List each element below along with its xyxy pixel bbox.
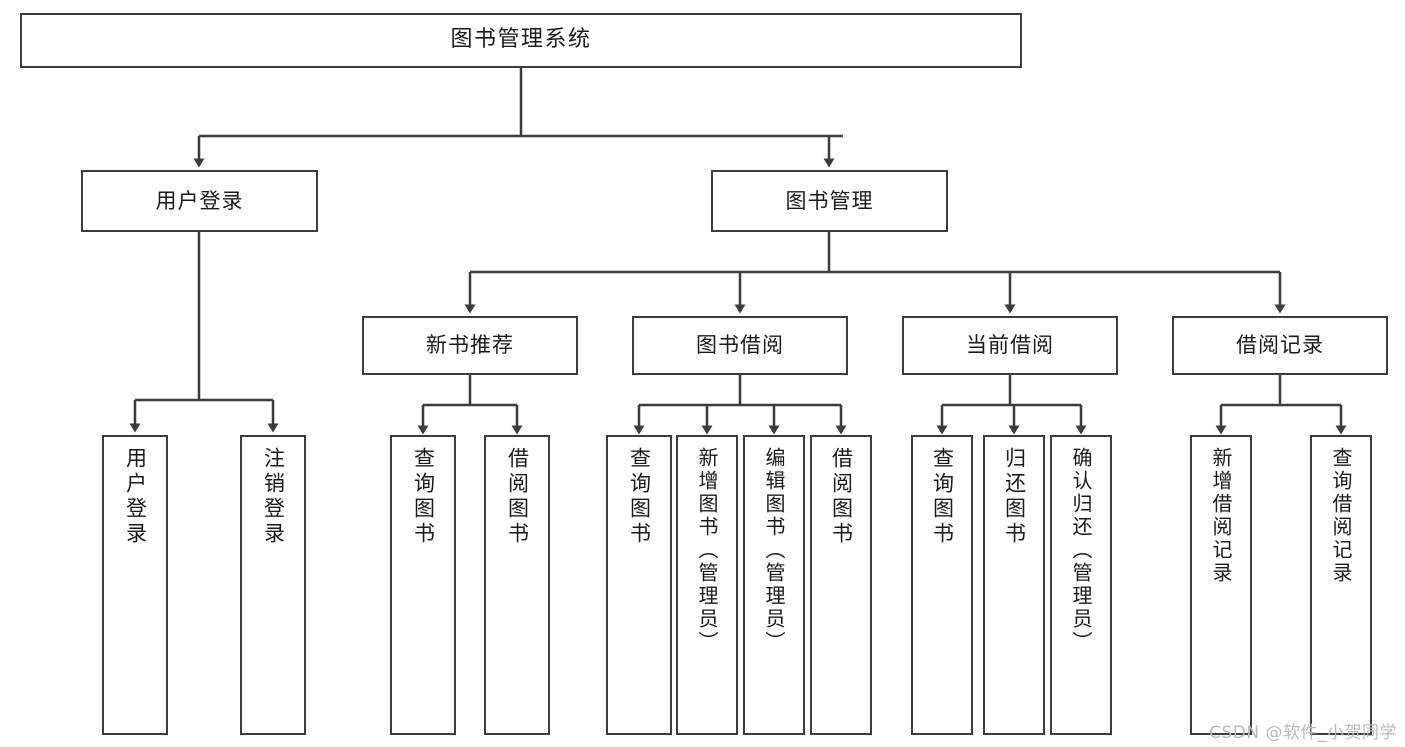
leaf-query-book-newbook-label: 查询图书 <box>411 447 436 547</box>
leaf-confirm-return-admin-label: 确认归还（管理员） <box>1069 447 1093 654</box>
leaf-query-book-borrow[interactable]: 查询图书 <box>606 435 672 735</box>
node-current-borrowing[interactable]: 当前借阅 <box>902 316 1118 375</box>
leaf-add-borrow-record-label: 新增借阅记录 <box>1209 447 1233 585</box>
leaf-borrow-book-borrow-label: 借阅图书 <box>829 447 854 547</box>
leaf-add-book-admin-label: 新增图书（管理员） <box>695 447 719 654</box>
leaf-logout[interactable]: 注销登录 <box>240 435 306 735</box>
node-user-login[interactable]: 用户登录 <box>81 170 318 232</box>
leaf-return-book-label: 归还图书 <box>1002 447 1027 547</box>
leaf-user-login-label: 用户登录 <box>123 447 148 547</box>
leaf-query-book-borrow-label: 查询图书 <box>627 447 652 547</box>
node-borrowing-record-label: 借阅记录 <box>1236 333 1324 358</box>
leaf-add-book-admin[interactable]: 新增图书（管理员） <box>676 435 738 735</box>
node-book-management-label: 图书管理 <box>785 188 874 213</box>
leaf-query-book-current-label: 查询图书 <box>930 447 955 547</box>
leaf-borrow-book-newbook[interactable]: 借阅图书 <box>484 435 550 735</box>
node-book-borrowing-label: 图书借阅 <box>696 333 784 358</box>
leaf-query-book-newbook[interactable]: 查询图书 <box>390 435 456 735</box>
leaf-logout-label: 注销登录 <box>261 447 286 547</box>
leaf-confirm-return-admin[interactable]: 确认归还（管理员） <box>1050 435 1112 735</box>
leaf-query-book-current[interactable]: 查询图书 <box>911 435 973 735</box>
node-book-borrowing[interactable]: 图书借阅 <box>632 316 848 375</box>
node-root[interactable]: 图书管理系统 <box>20 13 1022 68</box>
node-user-login-label: 用户登录 <box>155 188 244 213</box>
node-new-book-recommendation-label: 新书推荐 <box>426 333 514 358</box>
leaf-borrow-book-borrow[interactable]: 借阅图书 <box>810 435 872 735</box>
leaf-borrow-book-newbook-label: 借阅图书 <box>505 447 530 547</box>
leaf-query-borrow-record-label: 查询借阅记录 <box>1329 447 1353 585</box>
leaf-return-book[interactable]: 归还图书 <box>983 435 1045 735</box>
leaf-query-borrow-record[interactable]: 查询借阅记录 <box>1310 435 1372 735</box>
node-book-management[interactable]: 图书管理 <box>711 170 948 232</box>
node-borrowing-record[interactable]: 借阅记录 <box>1172 316 1388 375</box>
node-current-borrowing-label: 当前借阅 <box>966 333 1054 358</box>
leaf-add-borrow-record[interactable]: 新增借阅记录 <box>1190 435 1252 735</box>
node-new-book-recommendation[interactable]: 新书推荐 <box>362 316 578 375</box>
leaf-edit-book-admin-label: 编辑图书（管理员） <box>762 447 786 654</box>
leaf-edit-book-admin[interactable]: 编辑图书（管理员） <box>743 435 805 735</box>
node-root-label: 图书管理系统 <box>450 27 592 53</box>
leaf-user-login[interactable]: 用户登录 <box>102 435 168 735</box>
watermark: CSDN @软件_小贺同学 <box>1209 723 1397 743</box>
